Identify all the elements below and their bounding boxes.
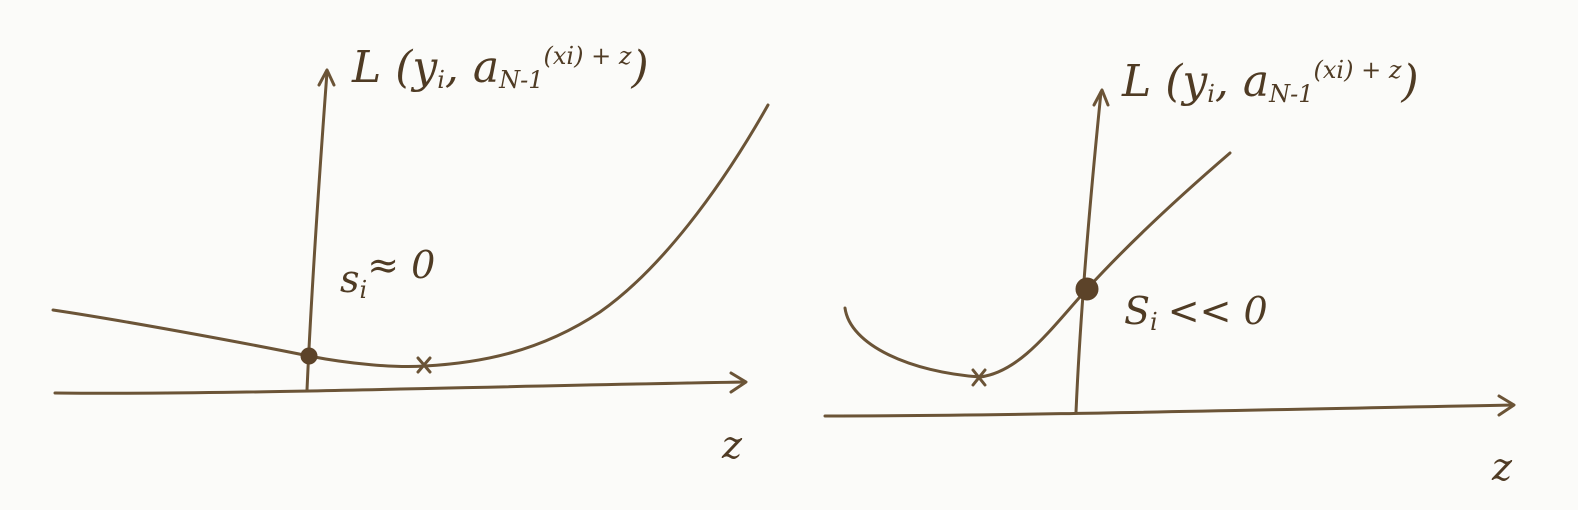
right-loss-curve: [843, 151, 1232, 379]
right-y-axis-arrowhead: [1092, 88, 1110, 107]
right-panel: L (yi, aN-1(xi) + z) z Si<< 0: [823, 56, 1516, 489]
right-x-axis-label: z: [1491, 445, 1513, 489]
left-annotation: si≈ 0: [340, 243, 435, 304]
left-x-axis-label: z: [721, 423, 743, 467]
right-minimum-mark: [971, 368, 987, 387]
right-current-point: [1075, 277, 1099, 301]
left-y-axis: [305, 70, 329, 392]
right-x-axis-arrowhead: [1497, 394, 1516, 417]
left-panel: L (yi, aN-1(xi) + z) z si≈ 0: [51, 42, 770, 467]
right-annotation: Si<< 0: [1124, 289, 1268, 336]
left-current-point: [300, 347, 318, 365]
right-y-axis-label: L (yi, aN-1(xi) + z): [1121, 56, 1419, 108]
left-minimum-mark: [416, 356, 432, 374]
left-y-axis-arrowhead: [317, 68, 336, 87]
left-x-axis-arrowhead: [729, 371, 748, 394]
right-x-axis: [823, 403, 1515, 418]
left-y-axis-label: L (yi, aN-1(xi) + z): [351, 42, 649, 94]
left-x-axis: [53, 380, 747, 395]
right-y-axis: [1074, 90, 1103, 414]
left-loss-curve: [51, 103, 770, 369]
